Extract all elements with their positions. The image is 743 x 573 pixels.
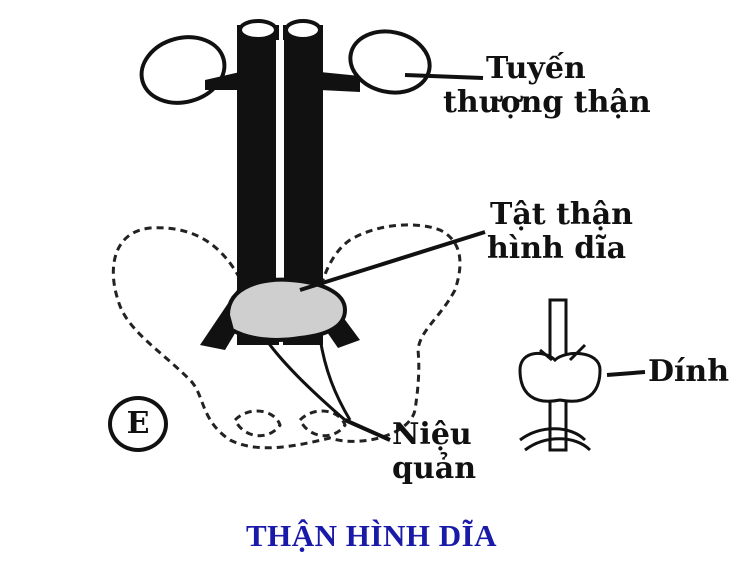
label-adrenal-line2: thượng thận bbox=[443, 86, 651, 120]
label-adhesion: Dính bbox=[648, 355, 729, 389]
ureters bbox=[265, 338, 350, 420]
label-ureter-line1: Niệu bbox=[392, 418, 472, 452]
panel-badge: E bbox=[108, 396, 168, 452]
adhesion-inset bbox=[520, 300, 600, 450]
label-ureter-line2: quản bbox=[392, 452, 476, 486]
label-horseshoe-line1: Tật thận bbox=[490, 198, 633, 232]
figure-caption: THẬN HÌNH DĨA bbox=[0, 518, 743, 554]
horseshoe-kidney bbox=[228, 280, 345, 340]
label-horseshoe-line2: hình dĩa bbox=[487, 232, 626, 266]
label-adrenal-line1: Tuyến bbox=[486, 52, 586, 86]
